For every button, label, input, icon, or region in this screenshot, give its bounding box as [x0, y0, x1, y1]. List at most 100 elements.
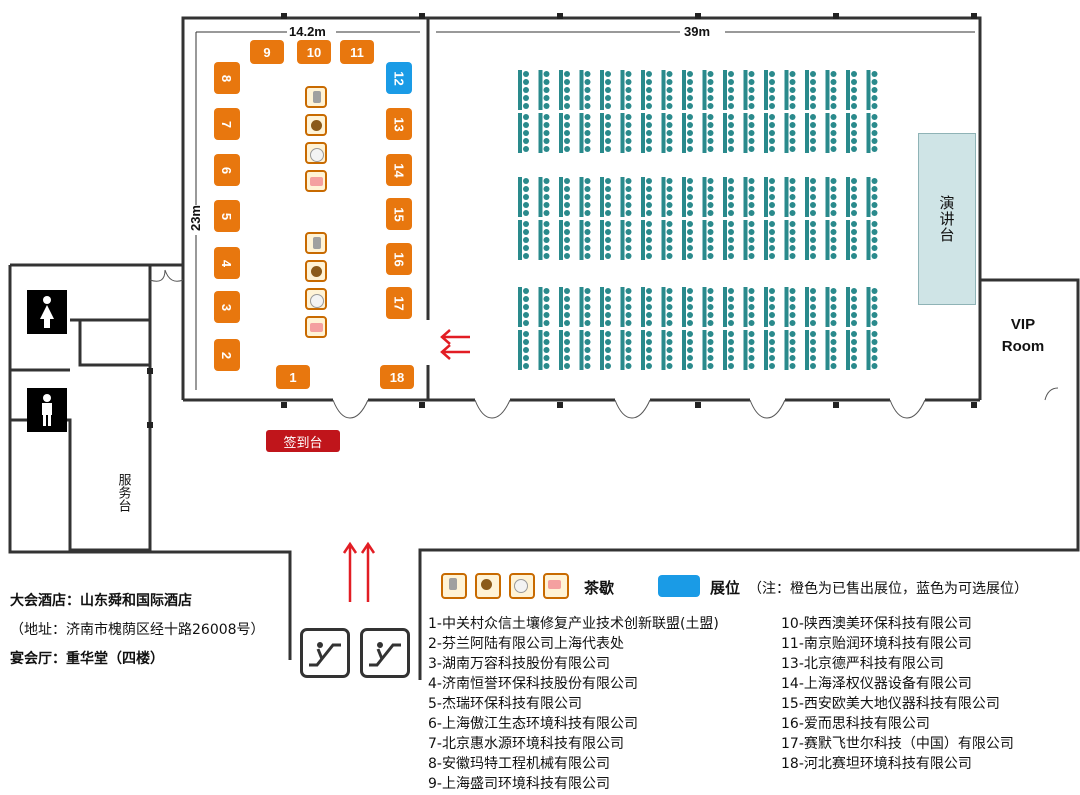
seat — [564, 95, 570, 101]
seat — [748, 347, 755, 353]
seat — [605, 355, 611, 361]
seat — [564, 229, 570, 235]
booth-3: 3 — [214, 291, 240, 323]
seat-row-bar — [641, 330, 645, 370]
booth-number: 1 — [289, 369, 297, 385]
seat — [523, 138, 529, 144]
seat — [605, 146, 611, 152]
seat — [646, 245, 652, 251]
seat — [707, 363, 714, 369]
seat — [728, 71, 734, 77]
service-desk-label: 服务台 — [115, 473, 131, 512]
seat — [564, 304, 570, 310]
seat — [789, 194, 796, 200]
seat — [584, 194, 591, 200]
seat — [830, 221, 837, 227]
seat — [871, 95, 878, 101]
seat — [769, 178, 775, 184]
seat — [810, 331, 816, 337]
seat — [830, 95, 837, 101]
seat — [666, 355, 673, 361]
seat — [584, 339, 591, 345]
seat — [564, 363, 570, 369]
seat — [646, 178, 652, 184]
seat — [748, 130, 755, 136]
seat — [687, 347, 693, 353]
seat-row-bar — [723, 220, 727, 260]
seat — [810, 146, 816, 152]
seat — [871, 339, 878, 345]
seat — [707, 122, 714, 128]
seat — [584, 130, 591, 136]
seat — [584, 114, 591, 120]
seat — [851, 130, 857, 136]
seat — [543, 347, 550, 353]
seat — [707, 347, 714, 353]
pastry-icon — [475, 573, 501, 599]
seat-row-bar — [600, 330, 604, 370]
seat — [523, 178, 529, 184]
seat — [605, 122, 611, 128]
seat-row-bar — [702, 177, 707, 217]
seat — [564, 194, 570, 200]
seat — [871, 79, 878, 85]
seat — [666, 288, 673, 294]
legend-tea-label: 茶歇 — [584, 579, 615, 597]
seat — [543, 138, 550, 144]
seat — [687, 312, 693, 318]
seat-row-bar — [518, 177, 522, 217]
seat — [666, 320, 673, 326]
seat — [646, 355, 652, 361]
seat — [748, 194, 755, 200]
seat — [851, 320, 857, 326]
seat — [810, 253, 816, 259]
booth-18: 18 — [380, 365, 414, 389]
seat — [871, 122, 878, 128]
seat — [810, 186, 816, 192]
seat — [605, 114, 611, 120]
seat — [830, 245, 837, 251]
seat — [543, 237, 550, 243]
seat-row-bar — [846, 287, 850, 327]
seat — [687, 229, 693, 235]
seat-row-bar — [620, 287, 625, 327]
seat — [523, 103, 529, 109]
seat-row-bar — [866, 177, 871, 217]
seat — [851, 122, 857, 128]
booth-number: 4 — [219, 259, 235, 267]
booth-10: 10 — [297, 40, 331, 64]
seat — [523, 194, 529, 200]
seat-row-bar — [661, 220, 666, 260]
seat — [707, 253, 714, 259]
seat — [646, 304, 652, 310]
seat-row-bar — [723, 287, 727, 327]
width-dimension-label: 14.2m — [289, 24, 326, 39]
seat — [646, 79, 652, 85]
seat — [748, 296, 755, 302]
seat — [769, 138, 775, 144]
seat — [851, 339, 857, 345]
seat — [543, 146, 550, 152]
seat — [605, 186, 611, 192]
seat — [584, 71, 591, 77]
seat — [523, 95, 529, 101]
seat — [728, 363, 734, 369]
seat — [748, 288, 755, 294]
seat-row-bar — [784, 330, 789, 370]
seat — [789, 178, 796, 184]
seat — [625, 304, 632, 310]
seat — [564, 245, 570, 251]
cake-icon — [305, 316, 327, 338]
seat — [666, 296, 673, 302]
seat — [584, 146, 591, 152]
seat-row-bar — [764, 220, 768, 260]
seat — [646, 138, 652, 144]
seat — [687, 122, 693, 128]
seat — [789, 202, 796, 208]
seat — [646, 146, 652, 152]
seat — [687, 186, 693, 192]
seat-row-bar — [620, 113, 625, 153]
seat — [605, 194, 611, 200]
seat — [625, 221, 632, 227]
seat-row-bar — [559, 220, 563, 260]
